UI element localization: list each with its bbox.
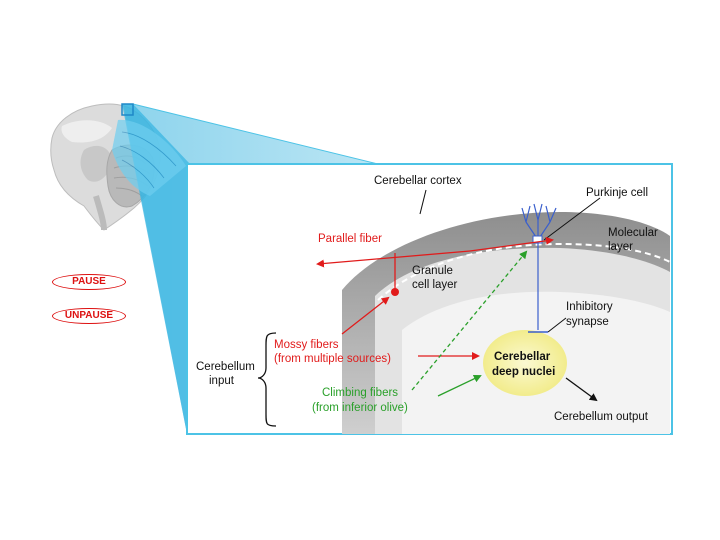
inhibitory-synapse-label-1: Inhibitory [566,301,613,313]
deep-nuclei-label-1: Cerebellar [494,351,551,363]
unpause-button[interactable]: UNPAUSE [52,308,126,324]
parallel-fiber-label: Parallel fiber [318,233,382,245]
cortex-pointer [419,189,427,215]
purkinje-pointer [543,197,601,241]
zoom-source-box [121,103,134,116]
granule-cell [391,288,399,296]
inhibitory-pointer [547,317,567,333]
granule-layer-label-1: Granule [412,265,453,277]
climbing-fibers-label-2: (from inferior olive) [312,402,408,414]
inhibitory-synapse-label-2: synapse [566,316,609,328]
output-arrow [565,377,598,402]
cerebellum-input-label-2: input [209,375,235,387]
molecular-layer-label-2: layer [608,241,633,253]
input-brace [257,332,277,427]
cerebellum-highlight [112,119,186,196]
parallel-fiber-arrow-right [469,236,554,252]
inset-content: Cerebellar cortex Purkinje cell Parallel… [196,175,671,434]
deep-nuclei [483,330,567,396]
cerebellum-output-label: Cerebellum output [554,411,649,423]
deep-nuclei-label-2: deep nuclei [492,366,555,378]
climbing-fiber-arrow-to-purkinje [411,250,528,391]
parallel-fiber-arrow-left [316,250,471,268]
climbing-fiber-arrow-to-nuclei [437,374,482,397]
cerebellum-input-label-1: Cerebellum [196,361,255,373]
mossy-fiber-arrow-to-granule [341,296,390,335]
cerebellar-cortex-label: Cerebellar cortex [374,175,462,187]
mossy-fibers-label-2: (from multiple sources) [274,353,391,365]
granule-layer-label-2: cell layer [412,279,458,291]
purkinje-cell-label: Purkinje cell [586,187,648,199]
mossy-fibers-label-1: Mossy fibers [274,339,339,351]
molecular-layer-label-1: Molecular [608,227,658,239]
climbing-fibers-label-1: Climbing fibers [322,387,398,399]
pause-button[interactable]: PAUSE [52,274,126,290]
